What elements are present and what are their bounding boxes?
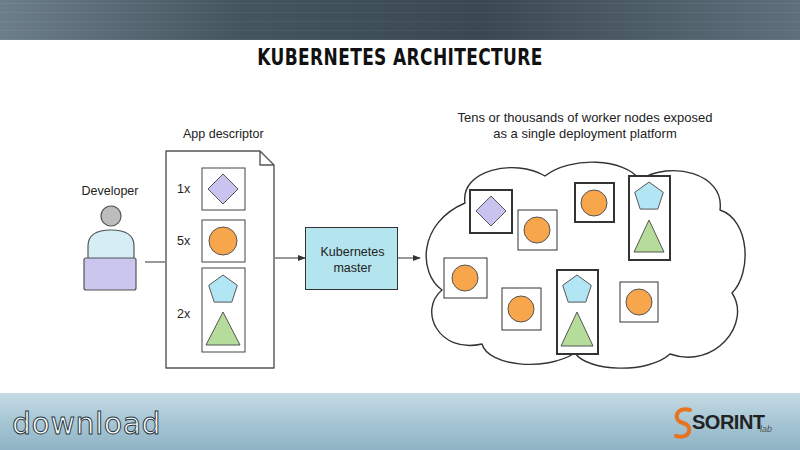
pentagon-icon xyxy=(635,182,664,209)
circle-icon xyxy=(626,289,652,315)
worker-cloud-outline-path xyxy=(426,162,745,368)
connector-arrow xyxy=(398,258,420,259)
connector-line xyxy=(145,262,165,263)
triangle-icon xyxy=(561,312,593,346)
node-label: Developer xyxy=(75,183,145,199)
circle-icon xyxy=(524,217,550,243)
circle-icon xyxy=(452,265,478,291)
sorint-logo: SORINT xyxy=(692,410,765,434)
app-descriptor-document-outline-path xyxy=(166,151,274,368)
multiplier-label: 5x xyxy=(177,233,190,249)
developer-body xyxy=(88,230,134,262)
worker-box xyxy=(620,282,658,322)
pentagon-icon xyxy=(563,275,592,302)
triangle-icon xyxy=(206,312,240,345)
container-box xyxy=(202,220,245,262)
node-label: Kubernetes master xyxy=(310,228,395,291)
developer: Developer xyxy=(75,183,145,295)
multiplier-label: 2x xyxy=(177,306,190,322)
triangle-icon xyxy=(634,220,664,252)
laptop xyxy=(84,258,136,290)
worker-box xyxy=(518,210,557,250)
node-label: Tens or thousands of worker nodes expose… xyxy=(452,110,718,142)
pentagon-icon xyxy=(209,275,238,302)
worker-box xyxy=(575,183,614,222)
diamond-icon xyxy=(208,174,238,204)
worker-box xyxy=(629,176,670,260)
worker-box xyxy=(502,288,541,330)
diamond-icon xyxy=(476,196,506,226)
lab-logo: lab xyxy=(760,424,772,435)
worker-box xyxy=(557,270,598,354)
worker-node-boxes xyxy=(444,176,670,354)
node-label: App descriptor xyxy=(183,126,264,142)
container-box xyxy=(202,168,245,210)
container-box xyxy=(202,268,245,352)
app-descriptor-boxes xyxy=(202,168,245,352)
slide-title: KUBERNETES ARCHITECTURE xyxy=(104,43,696,71)
circle-icon xyxy=(508,296,534,322)
worker-box xyxy=(444,258,487,298)
circle-icon xyxy=(581,190,607,216)
multiplier-label: 1x xyxy=(177,181,190,197)
worker-box xyxy=(470,190,512,233)
connector-arrow xyxy=(275,258,305,259)
sorint-logo-mark xyxy=(676,409,690,436)
developer-head xyxy=(101,206,121,226)
kubernetes-master: Kubernetes master xyxy=(305,227,398,290)
download-logo: download xyxy=(12,406,161,442)
circle-icon xyxy=(209,227,237,255)
header-band xyxy=(0,0,800,40)
